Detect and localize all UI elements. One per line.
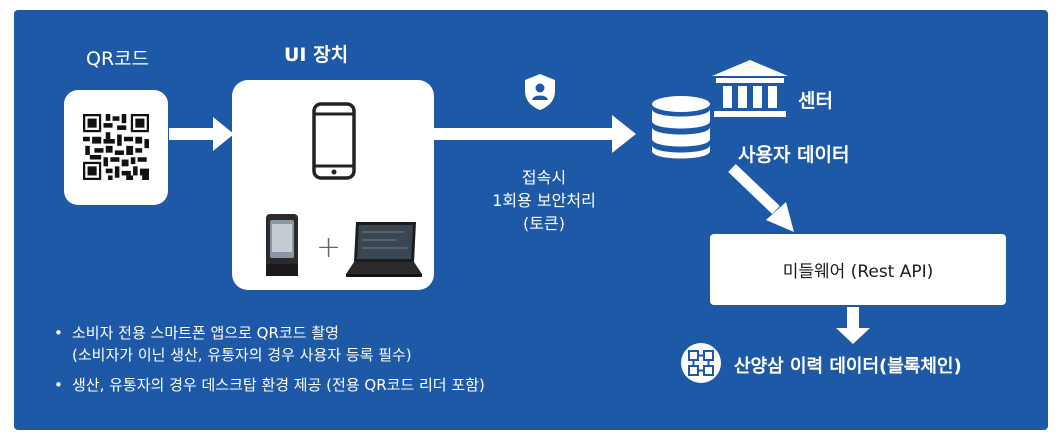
arrow-middleware-to-blockchain	[836, 307, 870, 344]
arrow-ui-to-center	[434, 115, 636, 153]
qr-reader-icon	[266, 214, 298, 276]
note-item-2: •생산, 유통자의 경우 데스크탑 환경 제공 (전용 QR코드 리더 포함)	[54, 376, 485, 394]
token-line1: 접속시	[521, 168, 567, 187]
arrow-qr-to-ui	[169, 117, 234, 151]
plus-sign: +	[316, 230, 342, 265]
qr-title: QR코드	[86, 48, 150, 70]
laptop-icon	[346, 222, 422, 277]
note-1-line2: (소비자가 이닌 생산, 유통자의 경우 사용자 등록 필수)	[72, 346, 412, 364]
middleware-box: 미들웨어 (Rest API)	[710, 234, 1006, 305]
arrows-layer	[169, 115, 870, 344]
qr-code-icon	[83, 114, 149, 180]
ui-device-box: +	[232, 80, 434, 290]
center-title: 센터	[798, 90, 833, 112]
bank-icon	[712, 60, 788, 117]
middleware-label: 미들웨어 (Rest API)	[782, 262, 934, 282]
smartphone-icon	[312, 102, 356, 180]
blockchain-icon	[681, 343, 721, 383]
center-subtitle: 사용자 데이터	[738, 144, 850, 166]
ui-title: UI 장치	[284, 44, 349, 66]
token-note: 접속시 1회용 보안처리 (토큰)	[484, 166, 604, 235]
note-1-line1: 소비자 전용 스마트폰 앱으로 QR코드 촬영	[72, 324, 339, 342]
shield-user-icon	[525, 74, 555, 110]
qr-box	[64, 90, 168, 205]
token-line3: (토큰)	[523, 214, 565, 233]
note-item-1: •소비자 전용 스마트폰 앱으로 QR코드 촬영 (소비자가 이닌 생산, 유통…	[54, 324, 412, 364]
diagram-canvas: QR코드 UI 장치	[14, 10, 1048, 430]
blockchain-label: 산양삼 이력 데이터(블록체인)	[734, 356, 962, 377]
database-icon	[652, 96, 710, 159]
token-line2: 1회용 보안처리	[492, 191, 596, 210]
arrow-center-to-middleware	[728, 164, 794, 232]
note-2-line1: 생산, 유통자의 경우 데스크탑 환경 제공 (전용 QR코드 리더 포함)	[72, 376, 485, 394]
